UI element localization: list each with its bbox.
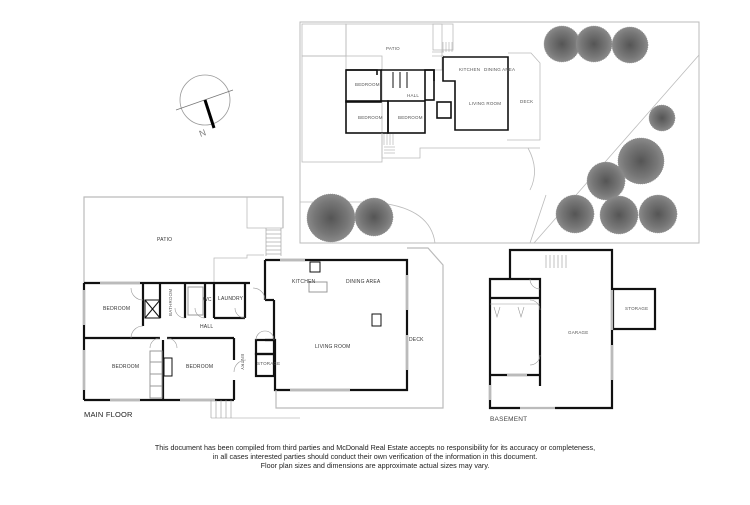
- disclaimer-line: This document has been compiled from thi…: [154, 443, 596, 452]
- site-patio-label: PATIO: [386, 46, 400, 51]
- site-hall-label: HALL: [407, 93, 420, 98]
- wc-label: WC: [203, 297, 212, 303]
- disclaimer-line: Floor plan sizes and dimensions are appr…: [260, 461, 490, 470]
- deck-label: DECK: [409, 337, 424, 343]
- living-room-label: LIVING ROOM: [315, 344, 351, 350]
- hall-label: HALL: [200, 324, 214, 330]
- storage-label: STORAGE: [257, 361, 281, 366]
- site-bedroom-label: BEDROOM: [398, 115, 423, 120]
- bedroom-label: BEDROOM: [186, 364, 214, 370]
- kitchen-label: KITCHEN: [292, 279, 316, 285]
- tree-icons: [306, 25, 678, 243]
- basement-title: BASEMENT: [490, 416, 528, 423]
- patio-label: PATIO: [157, 237, 173, 243]
- bedroom-label: BEDROOM: [112, 364, 140, 370]
- bedroom-label: BEDROOM: [103, 306, 131, 312]
- laundry-label: LAUNDRY: [218, 296, 244, 302]
- entry-label: ENTRY: [240, 354, 245, 371]
- site-bedroom-label: BEDROOM: [355, 82, 380, 87]
- site-kitchen-label: KITCHEN: [459, 67, 481, 72]
- main-floor-title: MAIN FLOOR: [84, 410, 133, 419]
- dining-area-label: DINING AREA: [346, 279, 381, 285]
- basement-plan: [488, 248, 657, 410]
- site-deck-label: DECK: [520, 99, 534, 104]
- bathroom-label: BATHROOM: [168, 288, 173, 316]
- site-dining-label: DINING AREA: [484, 67, 516, 72]
- disclaimer-line: in all cases interested parties should c…: [212, 452, 538, 461]
- compass-icon: [175, 74, 234, 129]
- basement-storage-label: STORAGE: [625, 306, 649, 311]
- disclaimer: This document has been compiled from thi…: [0, 443, 750, 470]
- garage-label: GARAGE: [568, 330, 589, 335]
- site-bedroom-label: BEDROOM: [358, 115, 383, 120]
- site-plan: [299, 21, 700, 244]
- site-living-label: LIVING ROOM: [469, 101, 502, 106]
- main-floor-plan: [82, 196, 444, 419]
